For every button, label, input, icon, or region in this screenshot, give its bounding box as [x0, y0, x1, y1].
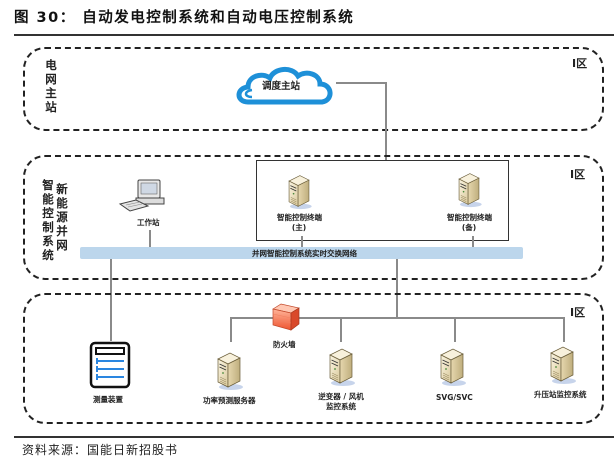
zone-smart-control — [23, 155, 604, 280]
connector — [230, 317, 232, 342]
zone-grid-master-label: 电 网 主 站 — [44, 58, 58, 114]
terminal-main-label-line1: 智能控制终端 — [277, 213, 322, 222]
inverter-label-line2: 监控系统 — [326, 402, 356, 411]
label-char: 网 — [56, 238, 68, 252]
server-icon — [437, 345, 467, 387]
label-char: 系 — [42, 234, 54, 248]
label-char: 智 — [42, 178, 54, 192]
server-icon — [285, 172, 313, 210]
label-char: 网 — [45, 72, 57, 86]
figure-title: 图 30： 自动发电控制系统和自动电压控制系统 — [14, 10, 355, 26]
source-note: 资料来源：国能日新招股书 — [22, 443, 179, 457]
label-char: 新 — [56, 182, 68, 196]
firewall-icon — [272, 303, 300, 331]
connector — [301, 236, 303, 248]
terminal-backup-label-line1: 智能控制终端 — [447, 213, 492, 222]
label-char: 能 — [56, 196, 68, 210]
zone-field — [23, 293, 604, 424]
connector — [396, 259, 398, 317]
forecast-server-label: 功率预测服务器 — [203, 396, 256, 405]
connector — [454, 317, 456, 342]
label-char: 站 — [45, 100, 57, 114]
desktop-computer-icon — [118, 179, 165, 212]
terminal-backup-label: 智能控制终端 (备) — [447, 213, 492, 233]
connector — [563, 317, 565, 342]
connector — [149, 230, 151, 248]
zone-grid-master — [23, 47, 604, 131]
realtime-network-bar — [80, 247, 523, 259]
zone-tag: I区 — [572, 57, 588, 70]
label-char: 电 — [45, 58, 57, 72]
server-icon — [214, 349, 244, 391]
label-char: 源 — [56, 210, 68, 224]
network-label: 并网智能控制系统实时交换网络 — [252, 249, 357, 258]
firewall-label: 防火墙 — [273, 340, 296, 349]
svg-svc-label: SVG/SVC — [436, 393, 473, 402]
substation-label: 升压站监控系统 — [534, 390, 587, 399]
server-icon — [326, 345, 356, 387]
inverter-label: 逆变器 / 风机 监控系统 — [318, 392, 364, 412]
cloud-icon — [236, 67, 333, 105]
label-char: 主 — [45, 86, 57, 100]
inverter-label-line1: 逆变器 / 风机 — [318, 392, 364, 401]
connector — [472, 236, 474, 248]
zone-tag: I区 — [570, 168, 586, 181]
label-char: 统 — [42, 248, 54, 262]
zone-tag: I区 — [570, 306, 586, 319]
zone-smart-control-label-col1: 智 能 控 制 系 统 — [41, 178, 55, 262]
server-icon — [455, 170, 483, 208]
dispatch-label: 调度主站 — [262, 81, 301, 92]
source-divider — [14, 436, 614, 438]
measurement-device-icon — [89, 341, 131, 389]
server-icon — [547, 343, 577, 385]
title-divider — [14, 34, 614, 36]
terminal-backup-label-line2: (备) — [461, 223, 477, 232]
field-bus-line — [230, 317, 564, 319]
zone-smart-control-label-col2: 新 能 源 并 网 — [55, 182, 69, 252]
measurement-label: 测量装置 — [93, 395, 123, 404]
terminal-main-label-line2: (主) — [291, 223, 307, 232]
label-char: 控 — [42, 206, 54, 220]
label-char: 能 — [42, 192, 54, 206]
terminal-main-label: 智能控制终端 (主) — [277, 213, 322, 233]
connector — [110, 259, 112, 341]
label-char: 制 — [42, 220, 54, 234]
connector — [385, 82, 387, 160]
connector — [336, 82, 386, 84]
label-char: 并 — [56, 224, 68, 238]
workstation-label: 工作站 — [137, 218, 160, 227]
connector — [340, 317, 342, 342]
